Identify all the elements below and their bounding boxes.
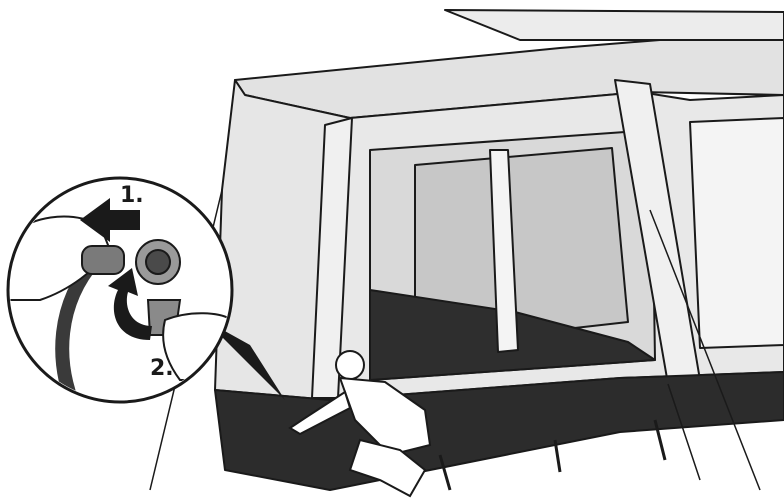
step-label-2: 2. bbox=[150, 356, 174, 381]
arrow-curved-icon bbox=[108, 268, 152, 340]
guy-line bbox=[667, 383, 701, 481]
valve-inner bbox=[145, 249, 171, 275]
arrow-left-icon bbox=[80, 198, 140, 242]
guy-line bbox=[649, 209, 761, 491]
tent bbox=[149, 9, 784, 491]
callout-pointer bbox=[205, 320, 285, 400]
person-figure bbox=[288, 350, 432, 498]
tent-peg bbox=[438, 454, 452, 491]
hose-connector bbox=[81, 245, 125, 275]
tent-roof-flap bbox=[444, 9, 784, 41]
tent-peg bbox=[653, 419, 667, 461]
person-legs bbox=[348, 438, 427, 498]
person-head bbox=[335, 350, 365, 380]
person-body bbox=[338, 376, 432, 457]
tent-interior-back bbox=[414, 147, 629, 347]
step-label-1: 1. bbox=[120, 183, 144, 208]
tent-peg bbox=[553, 439, 562, 473]
tent-pole-center bbox=[489, 149, 519, 353]
person-arm bbox=[288, 390, 352, 436]
tent-window bbox=[689, 117, 784, 349]
detail-callout: 1. 2. bbox=[6, 176, 285, 404]
